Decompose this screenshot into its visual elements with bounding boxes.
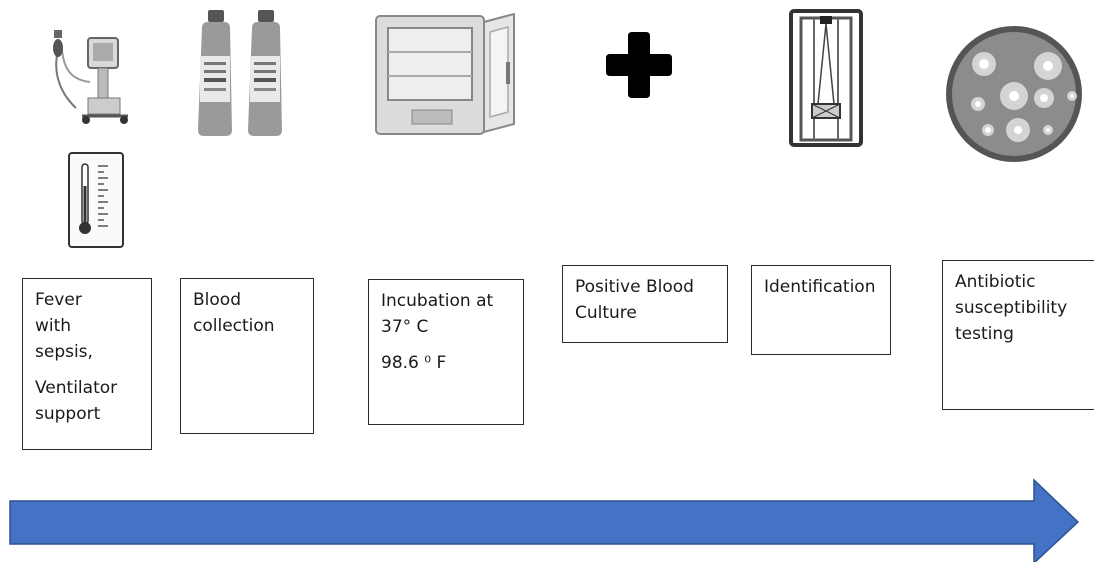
step-fever-extra: support [35,404,101,424]
thermometer-icon [68,152,124,248]
step-ast-box: Antibiotic susceptibility testing [942,260,1094,410]
plus-icon [606,32,672,98]
petri-dish-icon [946,26,1082,162]
step-positive-line: Positive Blood [575,277,694,297]
blood-culture-bottles-icon [198,10,282,136]
step-incubation-line: Incubation at [381,291,494,311]
step-fever-line: Fever [35,290,82,310]
step-fever-line: with [35,316,72,336]
step-fever-line: sepsis, [35,342,93,362]
incubator-icon [375,12,515,135]
step-incubation-extra: 98.6 ⁰ F [381,353,447,373]
step-identification-box: Identification [751,265,891,355]
step-positive-line: Culture [575,303,637,323]
step-fever-box: Fever with sepsis, Ventilator support [22,278,152,450]
step-ast-line: testing [955,324,1014,344]
identification-instrument-icon [789,9,863,147]
step-fever-extra: Ventilator [35,378,118,398]
step-identification-line: Identification [764,277,876,297]
ventilator-icon [53,30,128,124]
step-incubation-line: 37° C [381,317,429,337]
step-ast-line: susceptibility [955,298,1068,318]
step-blood-line: collection [193,316,275,336]
step-blood-box: Blood collection [180,278,314,434]
step-incubation-box: Incubation at 37° C 98.6 ⁰ F [368,279,524,425]
step-blood-line: Blood [193,290,241,310]
step-ast-line: Antibiotic [955,272,1036,292]
step-positive-box: Positive Blood Culture [562,265,728,343]
